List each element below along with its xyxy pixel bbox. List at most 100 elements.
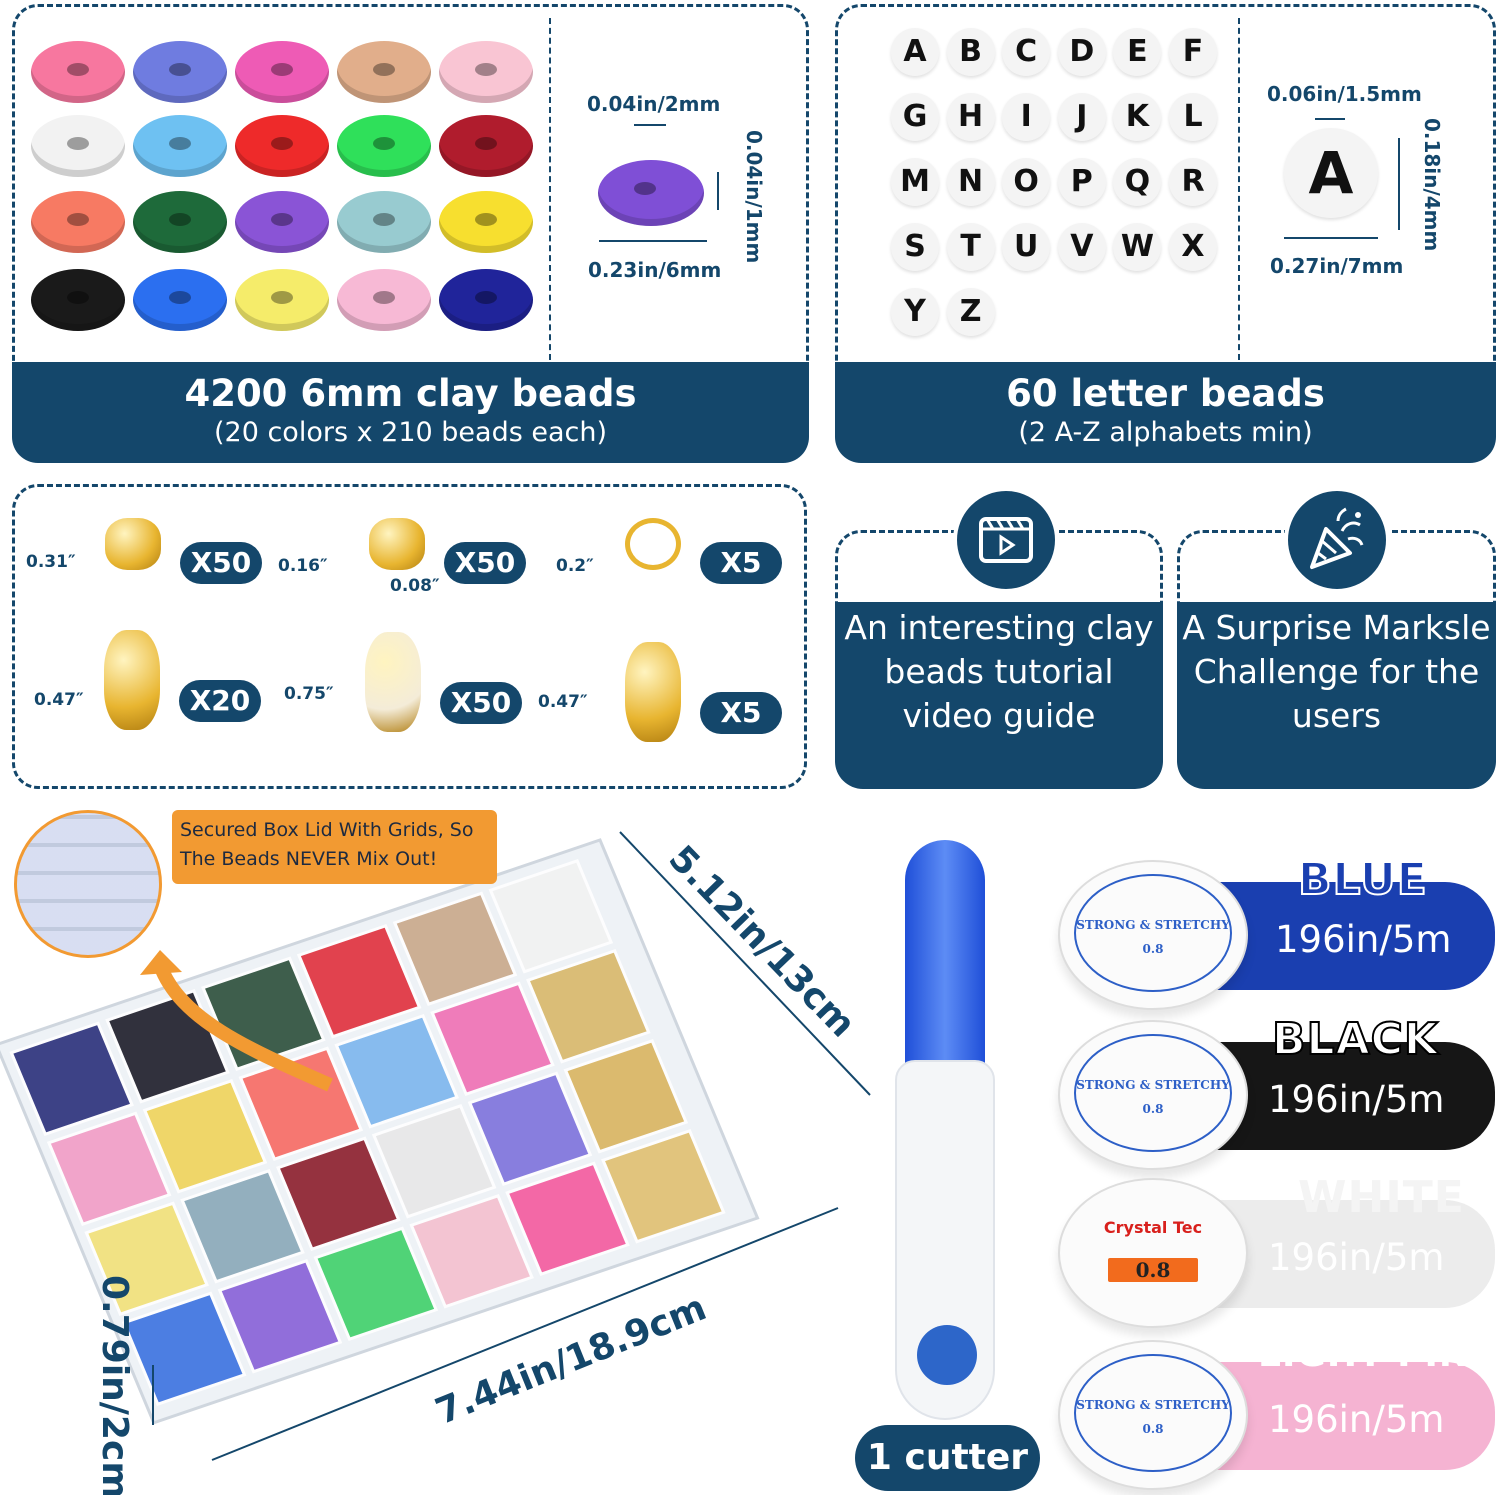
dimension-arrow [717, 172, 719, 210]
letter-beads-subtitle: (2 A-Z alphabets min) [1018, 417, 1313, 448]
box-compartment [467, 1071, 593, 1186]
bead-tip-icon [105, 518, 161, 570]
spool-ring [1074, 874, 1232, 992]
letter-bead: F [1169, 28, 1217, 76]
cord-length: 196in/5m [1268, 1078, 1445, 1121]
clay-bead [133, 269, 227, 331]
spool-ring [1074, 1034, 1232, 1152]
size-label: 0.47″ [538, 692, 588, 712]
letter-bead: L [1169, 93, 1217, 141]
cord-length: 196in/5m [1268, 1236, 1445, 1279]
arrow-head-icon [140, 950, 182, 975]
clay-bead [439, 191, 533, 253]
clay-bead [235, 269, 329, 331]
size-label: 0.2″ [556, 556, 594, 576]
box-compartment [409, 1194, 534, 1309]
box-compartment [276, 1136, 401, 1251]
letter-bead: M [891, 158, 939, 206]
dimension-arrow [599, 240, 707, 242]
box-compartment [371, 1104, 497, 1219]
feature-challenge-text: A Surprise Marksle Challenge for the use… [1177, 602, 1496, 789]
box-compartment [46, 1111, 172, 1226]
letter-bead: Z [946, 288, 995, 336]
height-label: 0.18in/4mm [1420, 118, 1444, 252]
box-compartment [217, 1259, 343, 1374]
letter-bead: S [891, 223, 939, 271]
cord-color-name: LIGHT PINK [1258, 1334, 1499, 1375]
bead-organizer-box [0, 831, 871, 1461]
spool-label: STRONG & STRETCHY [1076, 918, 1230, 932]
clay-beads-subtitle: (20 colors x 210 beads each) [213, 417, 608, 448]
size-label: 0.47″ [34, 690, 84, 710]
cutter-label: 1 cutter [855, 1425, 1040, 1491]
clay-bead [31, 191, 125, 253]
lid-grid-closeup [14, 810, 162, 958]
clay-bead [235, 191, 329, 253]
thickness-label: 0.04in/2mm [587, 92, 721, 116]
quantity-badge: X50 [444, 542, 526, 584]
clay-bead [337, 115, 431, 177]
cord-color-name: BLUE [1297, 853, 1428, 906]
size-label: 0.16″ [278, 556, 328, 576]
dimension-arrow [1398, 138, 1400, 230]
letter-bead: A [891, 28, 939, 76]
clay-bead [439, 269, 533, 331]
box-compartment [563, 1039, 689, 1154]
box-compartment [121, 1291, 247, 1406]
clay-bead [235, 41, 329, 103]
spool-ring [1074, 1354, 1232, 1472]
cord-color-name: BLACK [1271, 1013, 1440, 1066]
lobster-clasp-icon [104, 630, 160, 730]
clay-bead [133, 191, 227, 253]
spool-size: 0.8 [1108, 1258, 1198, 1282]
clay-bead [133, 115, 227, 177]
shell-icon [365, 632, 421, 732]
box-compartment [526, 949, 651, 1064]
cord-color-name: WHITE [1298, 1172, 1465, 1223]
letter-bead: H [946, 93, 995, 141]
cord-length: 196in/5m [1275, 918, 1452, 961]
letter-bead: G [891, 93, 939, 141]
quantity-badge: X5 [700, 692, 782, 734]
box-compartment [9, 1021, 134, 1136]
letter-bead: R [1169, 158, 1217, 206]
quantity-badge: X20 [179, 680, 261, 722]
spacer-bead-icon [369, 518, 425, 570]
letter-bead: C [1002, 28, 1051, 76]
letter-bead: B [946, 28, 995, 76]
letter-beads-title: 60 letter beads [1006, 372, 1325, 415]
size-label: 0.75″ [284, 684, 334, 704]
clay-bead [337, 41, 431, 103]
box-compartment [238, 1046, 364, 1161]
box-compartment [430, 981, 555, 1096]
letter-bead: Y [891, 288, 939, 336]
box-compartment [180, 1169, 305, 1284]
clay-bead [337, 269, 431, 331]
letter-bead: I [1002, 93, 1051, 141]
clay-bead [337, 191, 431, 253]
feature-video-text: An interesting clay beads tutorial video… [835, 602, 1163, 789]
letter-bead: E [1113, 28, 1162, 76]
spool-label: STRONG & STRETCHY [1076, 1078, 1230, 1092]
box-compartment [84, 1201, 209, 1316]
spool-label: Crystal Tec [1103, 1218, 1203, 1237]
starfish-charm-icon [625, 642, 681, 742]
height-label: 0.79in/2cm [94, 1275, 135, 1495]
clay-bead [31, 41, 125, 103]
sample-letter-bead: A [1284, 128, 1378, 218]
letter-bead: P [1057, 158, 1106, 206]
clay-bead [439, 41, 533, 103]
sample-clay-bead [598, 160, 704, 226]
cord-spool-icon: Crystal Tec 0.8 [1058, 1178, 1248, 1328]
letter-bead: D [1057, 28, 1106, 76]
length-dimension-line [211, 1207, 839, 1461]
letter-bead: W [1113, 223, 1162, 271]
clay-bead [235, 115, 329, 177]
hole-label: 0.06in/1.5mm [1267, 82, 1422, 106]
box-compartment [313, 1226, 439, 1341]
box-compartment [392, 891, 518, 1006]
arrow-icon [153, 962, 333, 1092]
